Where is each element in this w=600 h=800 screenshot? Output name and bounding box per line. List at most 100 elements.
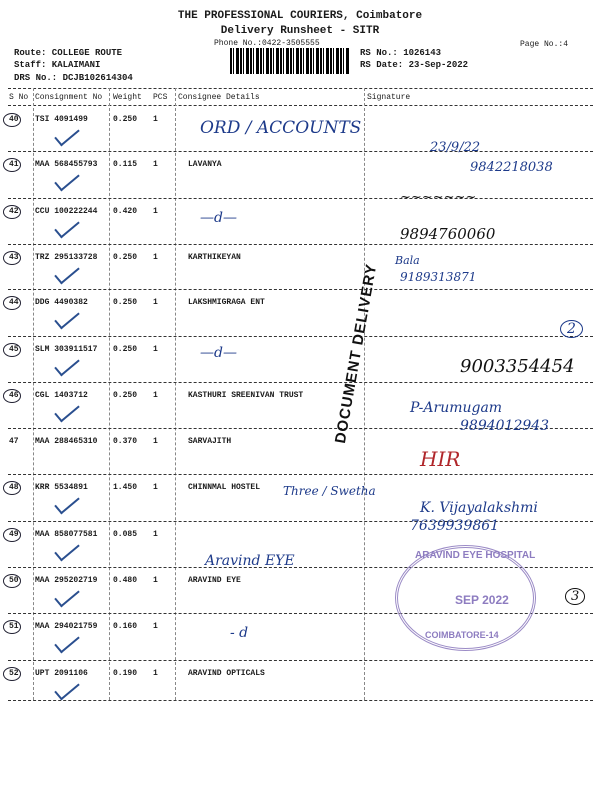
consignee-name: CHINNMAL HOSTEL: [188, 483, 261, 492]
col-sno: S No: [9, 93, 29, 102]
weight: 0.250: [113, 391, 138, 400]
check-mark-icon: [54, 537, 80, 562]
check-mark-icon: [54, 167, 80, 192]
check-mark-icon: [54, 122, 80, 147]
circled-serial-mark: [3, 158, 21, 172]
row-divider: [8, 289, 593, 290]
divider: [8, 105, 593, 106]
handwritten-phone: 9189313871: [400, 270, 477, 284]
pieces: 1: [153, 160, 158, 169]
consignee-name: LAKSHMIGRAGA ENT: [188, 298, 265, 307]
weight: 0.085: [113, 530, 138, 539]
circled-serial-mark: [3, 205, 21, 219]
row-divider: [8, 382, 593, 383]
hospital-stamp: [395, 545, 536, 651]
pieces: 1: [153, 437, 158, 446]
staff: Staff: KALAIMANI: [14, 60, 101, 70]
check-mark-icon: [54, 398, 80, 423]
handwritten-note: Three / Swetha: [283, 484, 376, 498]
column-divider: [109, 88, 110, 700]
handwritten-phone: 9003354454: [460, 356, 575, 377]
row-divider: [8, 613, 593, 614]
drs-number: DRS No.: DCJB102614304: [14, 73, 133, 83]
consignment-number: SLM 303911517: [35, 345, 98, 354]
weight: 1.450: [113, 483, 138, 492]
consignment-number: TSI 4091499: [35, 115, 88, 124]
pieces: 1: [153, 622, 158, 631]
handwritten-name: K. Vijayalakshmi: [420, 500, 538, 516]
weight: 0.250: [113, 115, 138, 124]
row-divider: [8, 336, 593, 337]
row-divider: [8, 521, 593, 522]
consignment-number: CCU 100222244: [35, 207, 98, 216]
handwritten-dash: —d—: [200, 345, 237, 361]
col-signature: Signature: [367, 93, 411, 102]
weight: 0.190: [113, 669, 138, 678]
pieces: 1: [153, 391, 158, 400]
pieces: 1: [153, 530, 158, 539]
handwritten-mark: HIR: [420, 447, 461, 471]
consignee-name: ARAVIND OPTICALS: [188, 669, 265, 678]
check-mark-icon: [54, 214, 80, 239]
pieces: 1: [153, 253, 158, 262]
check-mark-icon: [54, 490, 80, 515]
barcode: [230, 48, 350, 74]
handwritten-signature: P-Arumugam: [410, 400, 503, 416]
check-mark-icon: [54, 583, 80, 608]
phone-number: Phone No.:0422-3505555: [214, 39, 320, 48]
circled-number: 2: [560, 320, 583, 338]
stamp-city: COIMBATORE-14: [425, 630, 499, 640]
pieces: 1: [153, 483, 158, 492]
rs-number: RS No.: 1026143: [360, 48, 442, 58]
stamp-hospital-name: ARAVIND EYE HOSPITAL: [415, 550, 536, 561]
circled-serial-mark: [3, 296, 21, 310]
col-pcs: PCS: [153, 93, 168, 102]
pieces: 1: [153, 115, 158, 124]
consignment-number: MAA 568455793: [35, 160, 98, 169]
column-divider: [175, 88, 176, 700]
row-divider: [8, 474, 593, 475]
consignment-number: MAA 295202719: [35, 576, 98, 585]
rs-date: RS Date: 23-Sep-2022: [360, 60, 469, 70]
col-consignee: Consignee Details: [178, 93, 260, 102]
handwritten-note: ORD / ACCOUNTS: [200, 118, 362, 138]
consignee-name: KASTHURI SREENIVAN TRUST: [188, 391, 304, 400]
pieces: 1: [153, 576, 158, 585]
circled-number: 3: [565, 588, 586, 605]
serial-number: 47: [9, 437, 19, 446]
circled-serial-mark: [3, 113, 21, 127]
pieces: 1: [153, 298, 158, 307]
circled-serial-mark: [3, 251, 21, 265]
check-mark-icon: [54, 260, 80, 285]
row-divider: [8, 198, 593, 199]
handwritten-phone: 9894012943: [460, 418, 550, 434]
handwritten-date: 23/9/22: [430, 140, 481, 155]
sheet-title: Delivery Runsheet - SITR: [220, 25, 380, 37]
consignment-number: MAA 288465310: [35, 437, 98, 446]
consignee-name: KARTHIKEYAN: [188, 253, 241, 262]
weight: 0.250: [113, 298, 138, 307]
consignee-name: SARVAJITH: [188, 437, 232, 446]
weight: 0.250: [113, 345, 138, 354]
check-mark-icon: [54, 629, 80, 654]
handwritten-phone: 7639939861: [410, 518, 500, 534]
pieces: 1: [153, 207, 158, 216]
consignment-number: UPT 2091106: [35, 669, 88, 678]
consignment-number: KRR 5534891: [35, 483, 88, 492]
check-mark-icon: [54, 352, 80, 377]
weight: 0.480: [113, 576, 138, 585]
circled-serial-mark: [3, 620, 21, 634]
divider: [8, 88, 593, 89]
handwritten-signature: ~~~~~~~: [400, 190, 477, 205]
column-divider: [364, 88, 365, 700]
consignment-number: CGL 1403712: [35, 391, 88, 400]
handwritten-phone: 9842218038: [470, 160, 553, 175]
circled-serial-mark: [3, 389, 21, 403]
row-divider: [8, 567, 593, 568]
weight: 0.420: [113, 207, 138, 216]
consignment-number: MAA 858077581: [35, 530, 98, 539]
circled-serial-mark: [3, 528, 21, 542]
col-weight: Weight: [113, 93, 142, 102]
stamp-date: SEP 2022: [455, 593, 509, 607]
column-divider: [33, 88, 34, 700]
